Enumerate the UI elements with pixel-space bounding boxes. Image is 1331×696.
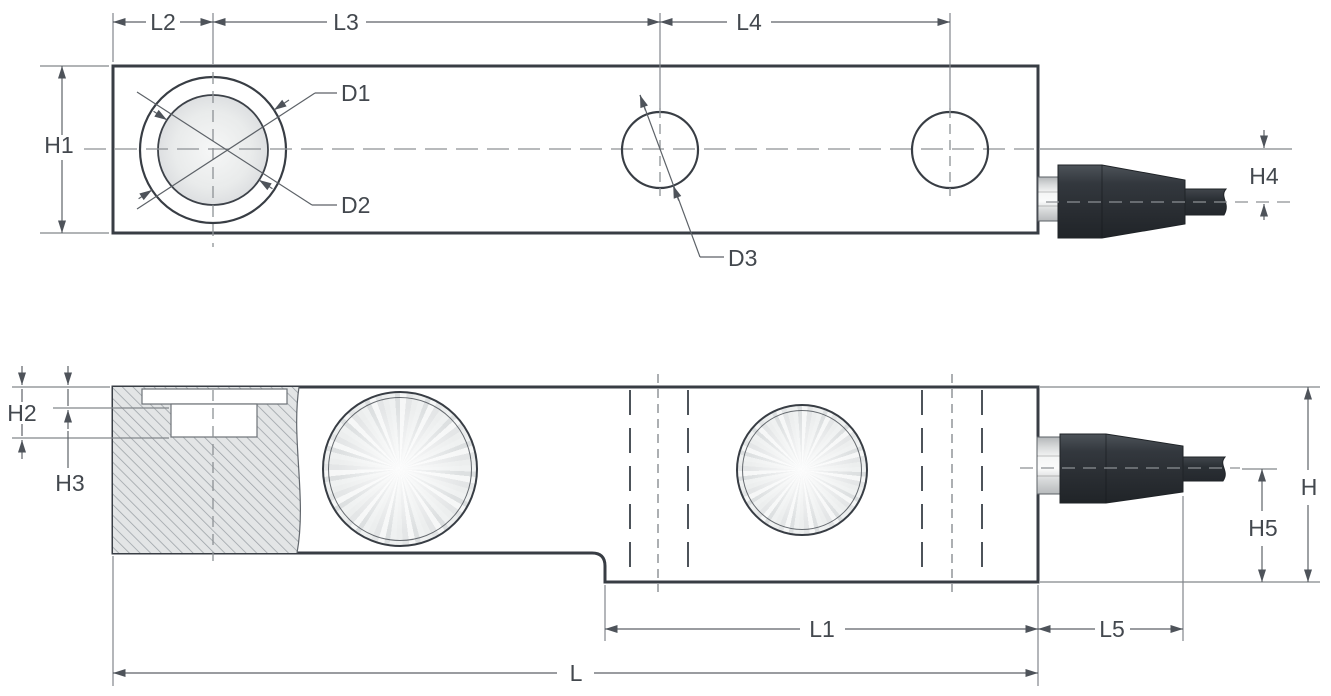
dimension-H: H (1301, 387, 1318, 582)
dimension-L1: L1 (605, 616, 1038, 642)
dimension-L2: L2 (113, 9, 213, 35)
dimension-L3: L3 (213, 9, 660, 35)
callout-D1: D1 (136, 80, 370, 210)
machined-boss-left (322, 391, 478, 547)
dimension-L4: L4 (660, 9, 950, 35)
top-view-body (111, 64, 1040, 235)
cable (1182, 456, 1227, 482)
dimension-H1: H1 (40, 65, 109, 234)
side-view-body (111, 385, 1040, 584)
dim-label-d3: D3 (728, 245, 757, 271)
dimension-H5: H5 (1248, 469, 1278, 582)
dim-label-l2: L2 (150, 9, 176, 35)
callout-D2: D2 (136, 91, 370, 218)
top-view: L2 L3 L4 H1 (40, 9, 1292, 271)
callout-D3: D3 (639, 94, 757, 271)
recess-deep (170, 403, 258, 438)
dim-label-l4: L4 (736, 9, 762, 35)
dimension-L5: L5 (1038, 616, 1183, 642)
dimension-H4: H4 (1040, 130, 1292, 220)
dim-label-l: L (570, 660, 583, 686)
dim-label-h1: H1 (44, 132, 73, 158)
dim-label-l3: L3 (333, 9, 359, 35)
side-view: H2 H3 H H5 (7, 366, 1320, 686)
dim-label-h: H (1301, 474, 1318, 500)
dim-label-h5: H5 (1248, 515, 1277, 541)
dimension-H2-H3: H2 H3 (7, 366, 169, 496)
cable-gland (1059, 433, 1184, 504)
dim-label-h2: H2 (7, 400, 36, 426)
dim-label-l1: L1 (809, 616, 835, 642)
dim-label-d2: D2 (341, 192, 370, 218)
dim-label-d1: D1 (341, 80, 370, 106)
section-break-line (296, 386, 301, 554)
dim-label-h4: H4 (1249, 163, 1279, 189)
cable-nut (1036, 436, 1061, 495)
recess-shallow (141, 388, 288, 405)
machined-boss-right (736, 404, 868, 536)
dim-label-l5: L5 (1099, 616, 1125, 642)
dim-label-h3: H3 (55, 470, 84, 496)
dimension-L: L (113, 660, 1038, 686)
cable-nut (1037, 176, 1059, 222)
